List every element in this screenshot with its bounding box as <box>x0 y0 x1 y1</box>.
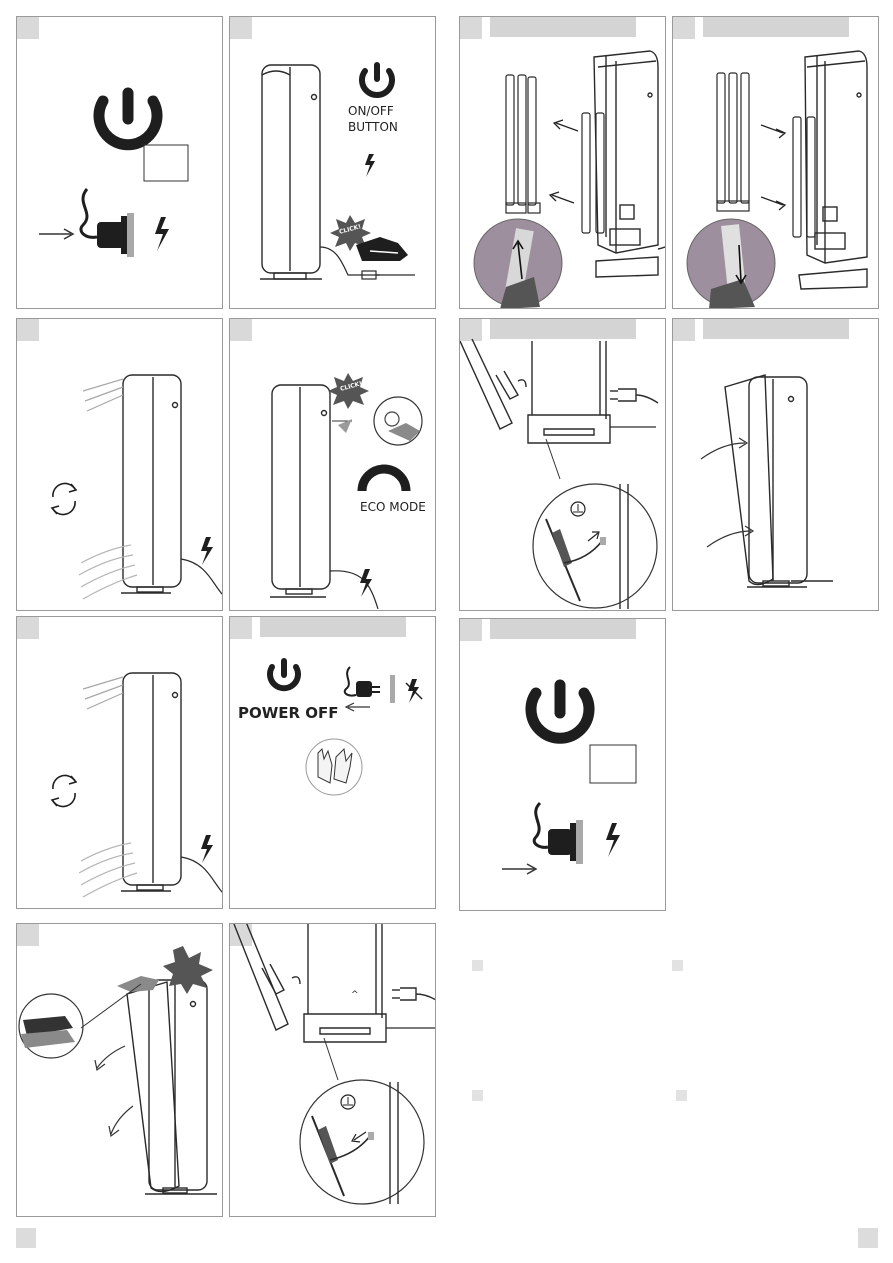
purifier-device <box>121 673 181 891</box>
click-burst-icon <box>328 373 369 409</box>
lamp-removal-illustration <box>460 17 666 309</box>
blank-marker <box>472 960 483 971</box>
device-opened <box>799 51 867 289</box>
device-base <box>528 341 610 443</box>
arrow-right-icon <box>761 125 785 210</box>
lightning-icon <box>606 823 620 857</box>
indicator-box <box>144 145 188 181</box>
panel-airflow <box>16 318 223 611</box>
lightning-icon <box>155 217 169 251</box>
panel-airflow-repeat <box>16 616 223 909</box>
airflow-illustration <box>17 617 223 909</box>
front-panel-opened <box>460 339 526 429</box>
device-base <box>304 924 386 1042</box>
plug-icon <box>81 189 134 257</box>
lamp-insert-illustration <box>673 17 879 309</box>
panel-insert-lamps <box>672 16 879 309</box>
foot-press-icon <box>356 237 408 261</box>
panel-remove-lamps <box>459 16 666 309</box>
power-plug-illustration <box>17 17 223 309</box>
close-cover-illustration <box>673 319 879 611</box>
page-corner-marker <box>858 1228 878 1248</box>
arrow-left-icon <box>550 120 578 203</box>
airflow-arrows-in <box>79 843 137 897</box>
power-off-label: POWER OFF <box>238 704 339 722</box>
indicator-box <box>590 745 636 783</box>
plug-icon <box>534 803 583 864</box>
purifier-device <box>270 385 330 597</box>
eco-mode-label: ECO MODE <box>360 500 426 514</box>
recycle-arrows-icon <box>52 775 76 806</box>
gloves-icon <box>306 739 362 795</box>
panel-power-off: POWER OFF <box>229 616 436 909</box>
panel-eco-mode: CLICK! ECO MODE <box>229 318 436 611</box>
panel-ground-connection <box>459 318 666 611</box>
airflow-arrows-out <box>83 677 123 709</box>
blank-marker <box>672 960 683 971</box>
panel-open-cover <box>16 923 223 1217</box>
hand-icon <box>117 976 159 992</box>
open-cover-illustration <box>17 924 223 1217</box>
ground-connection-illustration <box>230 924 436 1217</box>
arrow-curve-icon <box>701 443 745 459</box>
uv-lamps-out <box>506 75 604 233</box>
on-off-label-line2: BUTTON <box>348 120 398 134</box>
panel-close-cover <box>672 318 879 611</box>
click-burst-icon <box>163 946 213 994</box>
detail-magnifier <box>474 219 562 309</box>
unplug-icon <box>345 667 395 711</box>
airflow-illustration <box>17 319 223 611</box>
eco-mode-icon <box>362 469 406 491</box>
on-off-label-line1: ON/OFF <box>348 104 394 118</box>
power-icon <box>531 685 589 738</box>
caret-label: ^ <box>351 990 359 1000</box>
lightning-off-icon <box>406 679 422 703</box>
power-icon <box>99 93 157 145</box>
arrow-curve-icon <box>111 1106 133 1134</box>
purifier-device <box>260 65 322 279</box>
recycle-arrows-icon <box>52 483 76 514</box>
ground-detail-magnifier <box>300 1080 424 1204</box>
panel-power-on-plug-in <box>16 16 223 309</box>
lightning-icon <box>201 835 213 863</box>
button-detail-magnifier <box>374 397 422 445</box>
arrow-right-icon <box>502 864 536 874</box>
panel-power-on-plug-in-repeat <box>459 618 666 911</box>
panel-ground-connection-repeat: ^ <box>229 923 436 1217</box>
blank-marker <box>472 1090 483 1101</box>
lightning-icon <box>201 537 213 565</box>
power-off-illustration <box>230 617 436 909</box>
purifier-device <box>121 375 181 593</box>
airflow-arrows-out <box>83 379 123 411</box>
arrow-right-icon <box>39 229 73 239</box>
page-corner-marker <box>16 1228 36 1248</box>
power-icon <box>270 661 298 688</box>
device-foot-switch-illustration <box>230 17 436 309</box>
blank-marker <box>676 1090 687 1101</box>
plug-icon <box>610 389 658 403</box>
purifier-device <box>127 980 217 1194</box>
latch-detail-magnifier <box>19 994 83 1058</box>
power-icon <box>362 65 392 95</box>
detail-magnifier <box>687 219 775 309</box>
plug-icon <box>392 988 436 1000</box>
purifier-device <box>725 375 833 587</box>
panel-on-off-button: ON/OFF BUTTON CLICK! <box>229 16 436 309</box>
uv-lamps-in <box>717 73 815 237</box>
device-opened <box>594 51 666 277</box>
ground-connection-illustration <box>460 319 666 611</box>
front-panel-opened <box>234 923 300 1030</box>
lightning-icon <box>365 154 375 177</box>
ground-detail-magnifier <box>533 484 657 609</box>
eco-mode-illustration <box>230 319 436 611</box>
arrow-curve-icon <box>97 1046 125 1068</box>
airflow-arrows-in <box>79 545 137 599</box>
lightning-icon <box>360 569 372 597</box>
power-plug-illustration <box>460 619 666 911</box>
